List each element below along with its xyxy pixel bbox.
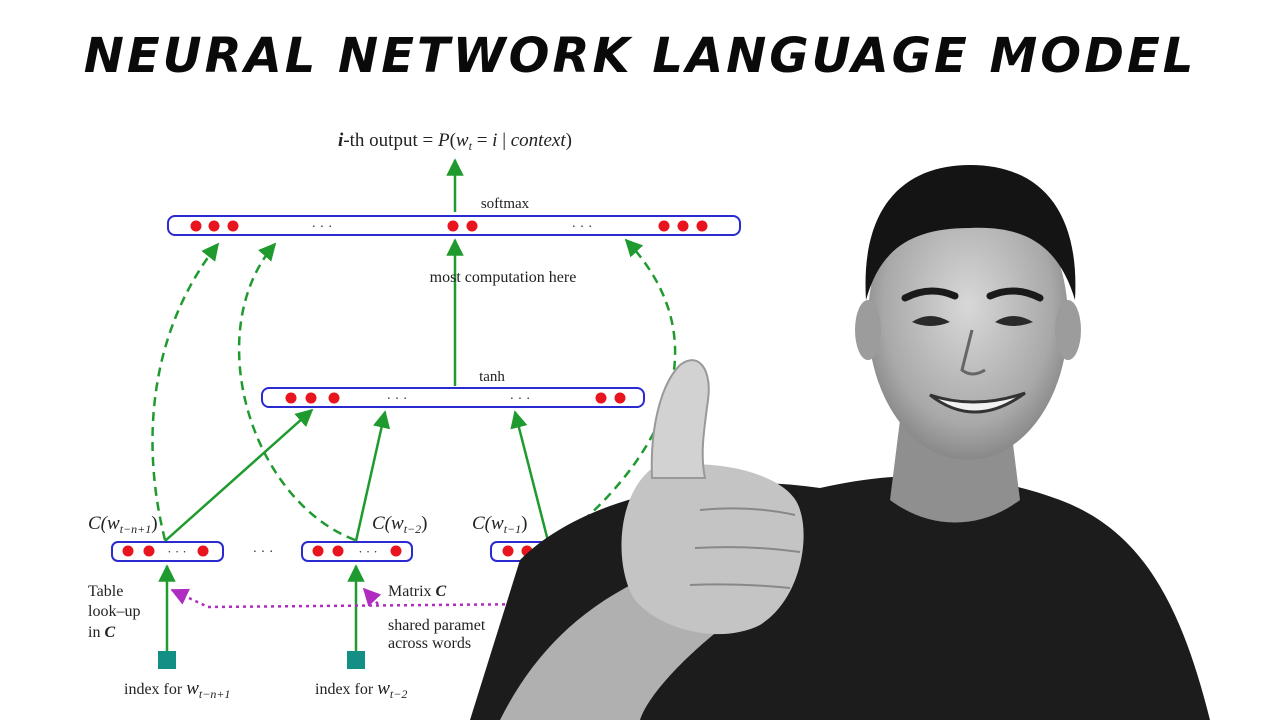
- softmax-neurons: [190, 220, 708, 232]
- matrix-c-label: Matrix C: [388, 583, 447, 600]
- c-label-1: C(wt−n+1): [88, 513, 158, 536]
- embedding-gap-dots: · · ·: [253, 545, 274, 560]
- softmax-dots-left: · · ·: [312, 220, 333, 235]
- index-label-2: index for wt−2: [315, 678, 407, 701]
- presenter-photo: [470, 165, 1210, 720]
- svg-text:· · ·: · · ·: [167, 544, 187, 559]
- output-probability-label: i-th output = P(wt = i | context): [338, 130, 572, 153]
- tanh-label: tanh: [479, 369, 505, 385]
- softmax-dots-right: · · ·: [572, 220, 593, 235]
- softmax-label: softmax: [481, 196, 530, 212]
- index-box-1: [158, 651, 176, 669]
- shared-parameter-line-2: [362, 587, 382, 607]
- video-title: NEURAL NETWORK LANGUAGE MODEL: [83, 28, 1197, 84]
- index-to-embedding-arrows: [158, 564, 550, 652]
- c-label-2: C(wt−2): [372, 513, 427, 536]
- embedding-layer-2: · · ·: [301, 541, 413, 562]
- embedding-to-hidden-arrows: [164, 408, 550, 542]
- tanh-dots-right: · · ·: [510, 392, 531, 407]
- tanh-layer: [261, 387, 645, 408]
- c-label-3: C(wt−1): [472, 513, 527, 536]
- tanh-neurons: [285, 392, 626, 404]
- table-lookup-line-2: look–up: [88, 603, 140, 620]
- svg-text:· · ·: · · ·: [358, 544, 378, 559]
- shared-parameters-line-1: shared paramet: [388, 617, 486, 634]
- table-lookup-line-3: in C: [88, 624, 115, 641]
- tanh-dots-left: · · ·: [387, 392, 408, 407]
- table-lookup-line-1: Table: [88, 583, 123, 600]
- computation-label: most computation here: [430, 269, 577, 286]
- embedding-layer-1: · · ·: [111, 541, 224, 562]
- index-box-2: [347, 651, 365, 669]
- shared-parameter-line-1: [170, 588, 541, 609]
- shared-parameters-line-2: across words: [388, 635, 471, 652]
- index-label-1: index for wt−n+1: [124, 678, 230, 701]
